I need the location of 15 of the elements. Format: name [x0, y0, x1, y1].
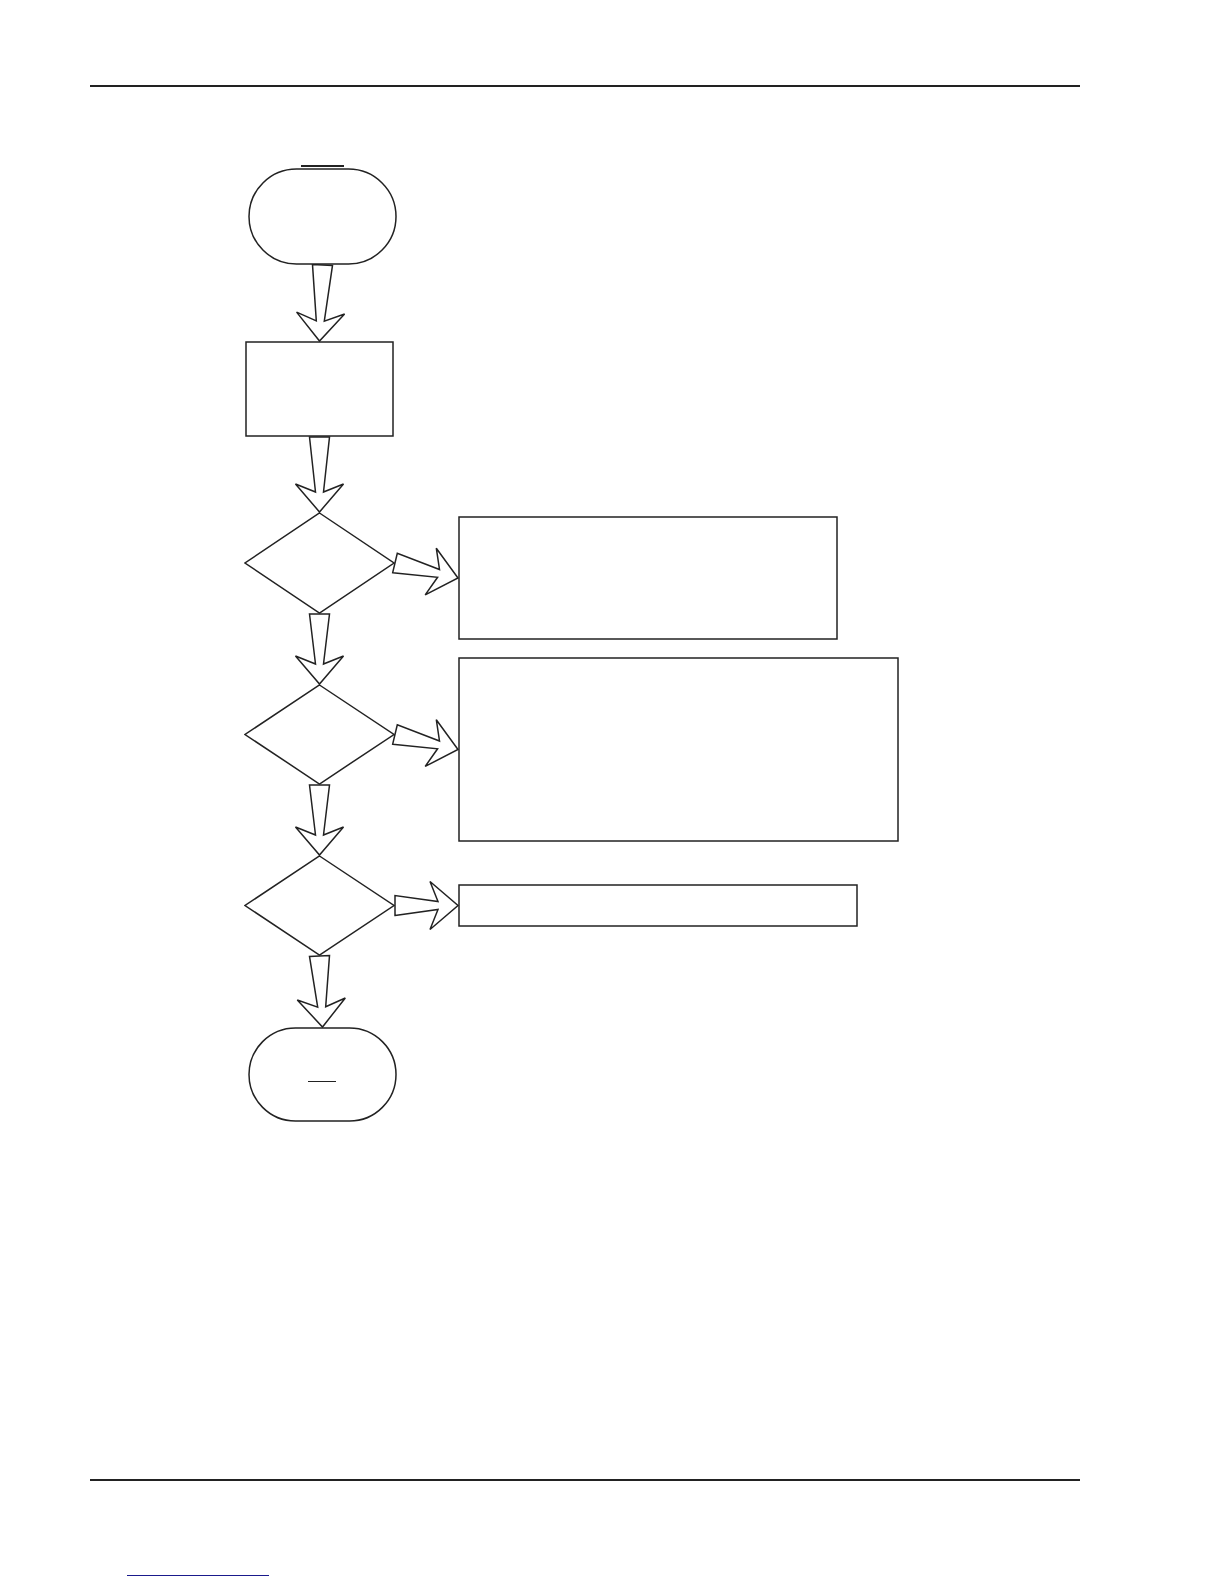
process-box — [458, 657, 899, 842]
block-arrow — [391, 547, 460, 596]
decision-diamond — [244, 512, 395, 614]
decision-diamond — [244, 684, 395, 785]
block-arrow — [391, 718, 460, 768]
process-box — [458, 884, 858, 927]
block-arrow — [294, 436, 345, 514]
block-arrow — [294, 784, 345, 857]
process-box — [458, 516, 838, 640]
block-arrow — [294, 613, 345, 686]
process-box — [245, 341, 394, 437]
decision-diamond — [244, 855, 395, 956]
block-arrow — [295, 263, 346, 343]
block-arrow — [296, 954, 347, 1029]
block-arrow — [394, 880, 460, 931]
